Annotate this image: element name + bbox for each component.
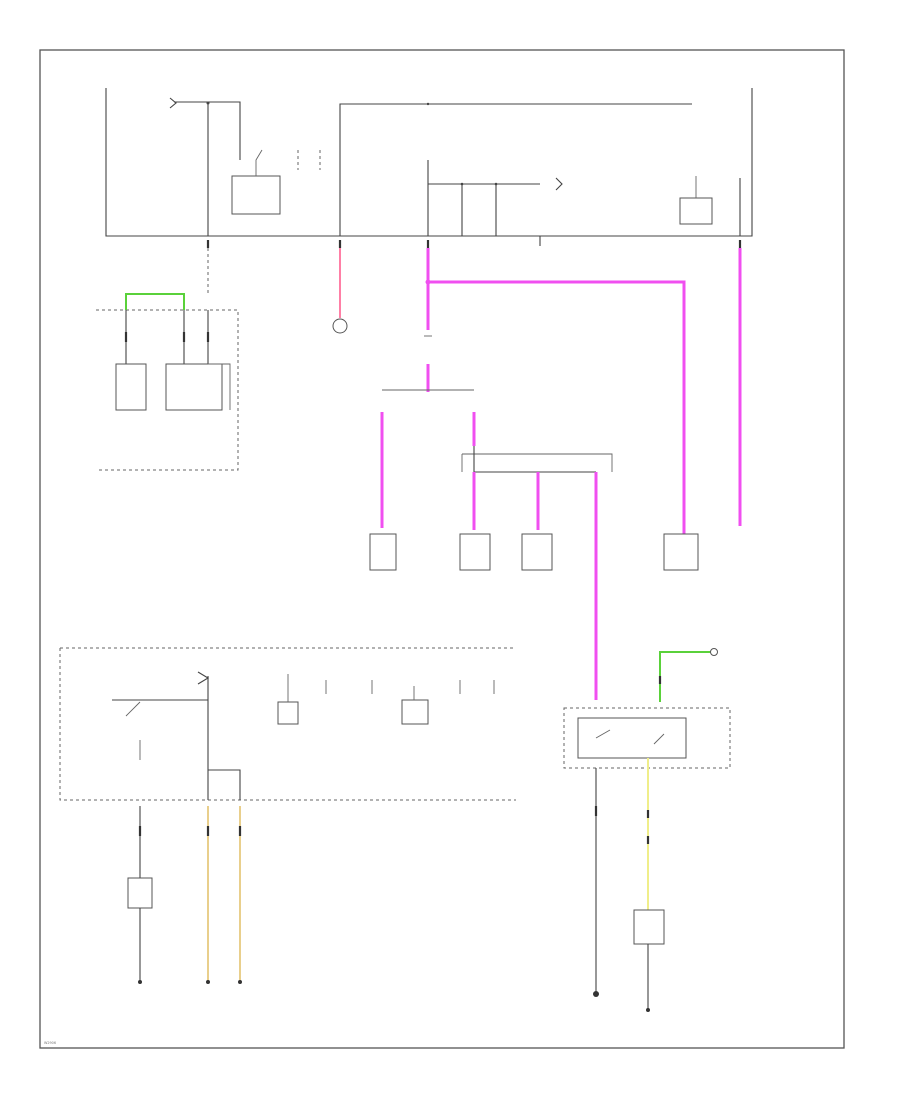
top-box-connector-stubs xyxy=(206,240,742,248)
left-control-module xyxy=(96,248,239,471)
lower-left-wires xyxy=(127,806,242,984)
diagram-frame xyxy=(39,49,845,1049)
underhood-fuse-relay-box xyxy=(105,88,753,246)
middle-row-components xyxy=(369,533,699,571)
lower-right-relay xyxy=(563,648,731,1012)
center-wiring xyxy=(332,248,742,700)
underdash-fuse-relay-box xyxy=(59,647,516,801)
diagram-code: W2906 xyxy=(44,1041,56,1045)
